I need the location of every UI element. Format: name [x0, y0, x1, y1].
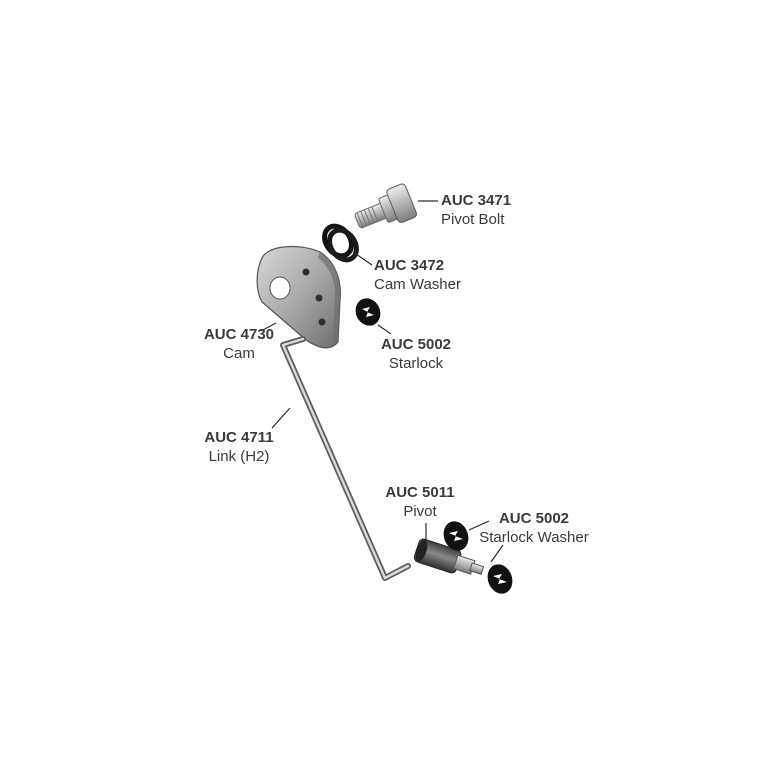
part-code: AUC 4711	[204, 429, 274, 446]
label-pivot-bolt: AUC 3471 Pivot Bolt	[441, 191, 511, 229]
part-name: Starlock Washer	[479, 529, 589, 546]
part-code: AUC 5011	[385, 484, 455, 501]
part-name: Pivot Bolt	[441, 211, 505, 228]
pivot-part	[413, 538, 485, 575]
pivot-bolt-part	[354, 183, 417, 229]
leader-starlock-washer	[468, 520, 490, 531]
part-code: AUC 3471	[441, 192, 512, 209]
part-code: AUC 4730	[203, 326, 275, 343]
part-name: Cam	[223, 345, 255, 362]
part-name: Pivot	[403, 503, 437, 520]
label-starlock-top: AUC 5002 Starlock	[376, 335, 456, 373]
cam-washer-part	[322, 223, 359, 263]
starlock-top-part	[355, 298, 381, 326]
label-cam: AUC 4730 Cam	[199, 325, 279, 363]
label-link: AUC 4711 Link (H2)	[199, 428, 279, 466]
leader-starlock-washer-2	[490, 544, 504, 563]
label-pivot: AUC 5011 Pivot	[380, 483, 460, 521]
part-name: Starlock	[388, 355, 444, 372]
part-code: AUC 5002	[380, 336, 452, 353]
starlock-washer-lower-part	[487, 564, 513, 594]
label-cam-washer: AUC 3472 Cam Washer	[374, 256, 461, 294]
leader-cam	[260, 322, 277, 332]
leader-starlock-top	[377, 324, 392, 335]
part-code: AUC 5002	[498, 510, 570, 527]
part-code: AUC 3472	[374, 257, 445, 274]
leader-cam-washer	[352, 251, 373, 266]
label-starlock-washer: AUC 5002 Starlock Washer	[474, 509, 594, 547]
leader-link	[271, 407, 291, 429]
starlock-washer-upper-part	[443, 521, 469, 551]
link-rod-part	[280, 336, 411, 581]
cam-part	[256, 245, 341, 349]
part-name: Cam Washer	[374, 276, 461, 293]
leader-lines	[260, 200, 504, 563]
part-name: Link (H2)	[208, 448, 270, 465]
